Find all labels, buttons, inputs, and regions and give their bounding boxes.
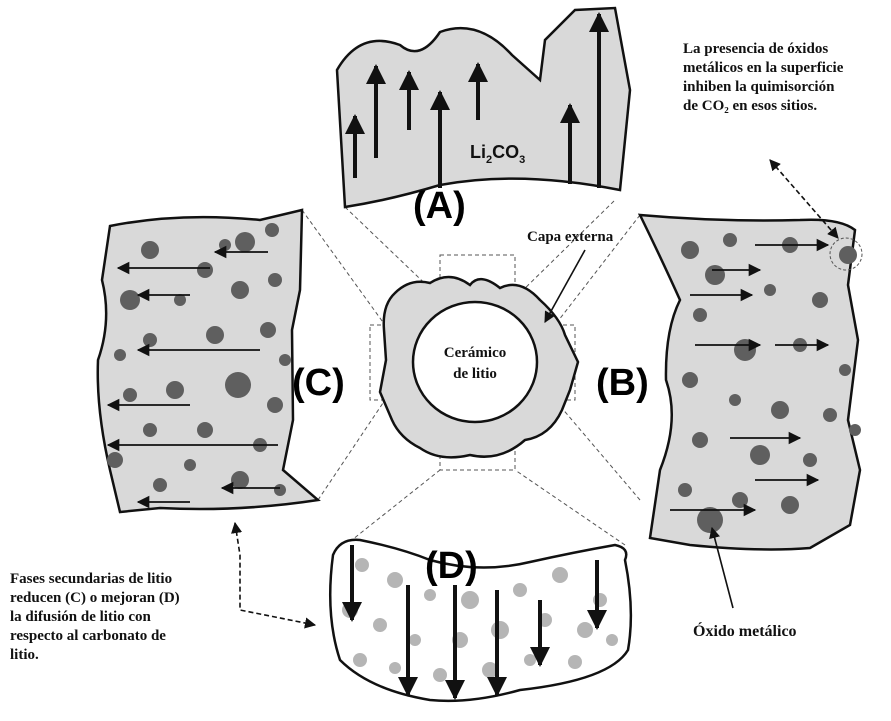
core-label-line2: de litio (453, 366, 497, 382)
panel-label-b: (B) (596, 362, 649, 404)
ceramic-core (413, 302, 537, 422)
metal-oxides-note: La presencia de óxidos metálicos en la s… (683, 40, 888, 116)
outer-layer-label: Capa externa (527, 228, 613, 247)
panel-b-shape (640, 215, 860, 549)
panel-c: (C) (98, 210, 345, 512)
core-label-line1: Cerámico (444, 345, 506, 361)
secondary-phases-note: Fases secundarias de litio reducen (C) o… (10, 570, 240, 665)
central-particle: Cerámico de litio (380, 277, 578, 457)
panel-a: Li2CO3 (A) (337, 8, 630, 227)
panel-b: (B) (596, 215, 862, 549)
panel-label-c: (C) (292, 362, 345, 404)
panel-d: (D) (330, 540, 631, 701)
metal-oxide-label: Óxido metálico (693, 622, 797, 641)
panel-a-shape (337, 8, 630, 207)
panel-label-a: (A) (413, 185, 466, 227)
panel-label-d: (D) (425, 545, 478, 587)
